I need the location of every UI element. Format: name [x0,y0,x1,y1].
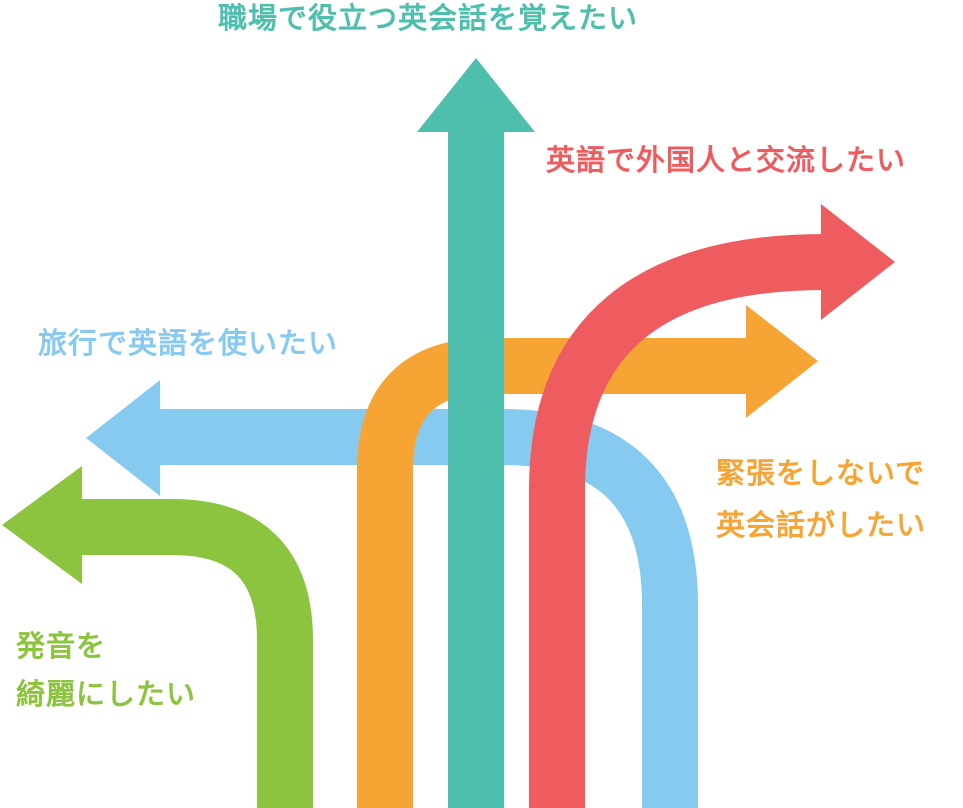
red-arrow-shaft [529,234,826,808]
blue-arrow-shaft [155,409,698,808]
label-pronunciation: 発音を 綺麗にしたい [16,628,196,712]
label-no-nervousness: 緊張をしないで 英会話がしたい [716,455,926,543]
label-no-nervousness-line2: 英会話がしたい [716,508,927,542]
label-no-nervousness-line1: 緊張をしないで [716,456,926,490]
label-travel-english: 旅行で英語を使いたい [38,326,339,360]
label-international-exchange: 英語で外国人と交流したい [546,143,907,177]
label-workplace-english: 職場で役立つ英会話を覚えたい [218,1,639,35]
label-pronunciation-line2: 綺麗にしたい [16,677,197,711]
label-pronunciation-line1: 発音を [16,629,107,663]
blue-arrow-head [86,380,160,496]
green-arrow-head [2,466,82,584]
red-arrow-head [821,204,895,320]
green-arrow-shaft [80,499,313,808]
teal-arrow-shaft [448,128,504,808]
orange-arrow-head [746,305,818,418]
teal-arrow-head [417,58,535,132]
